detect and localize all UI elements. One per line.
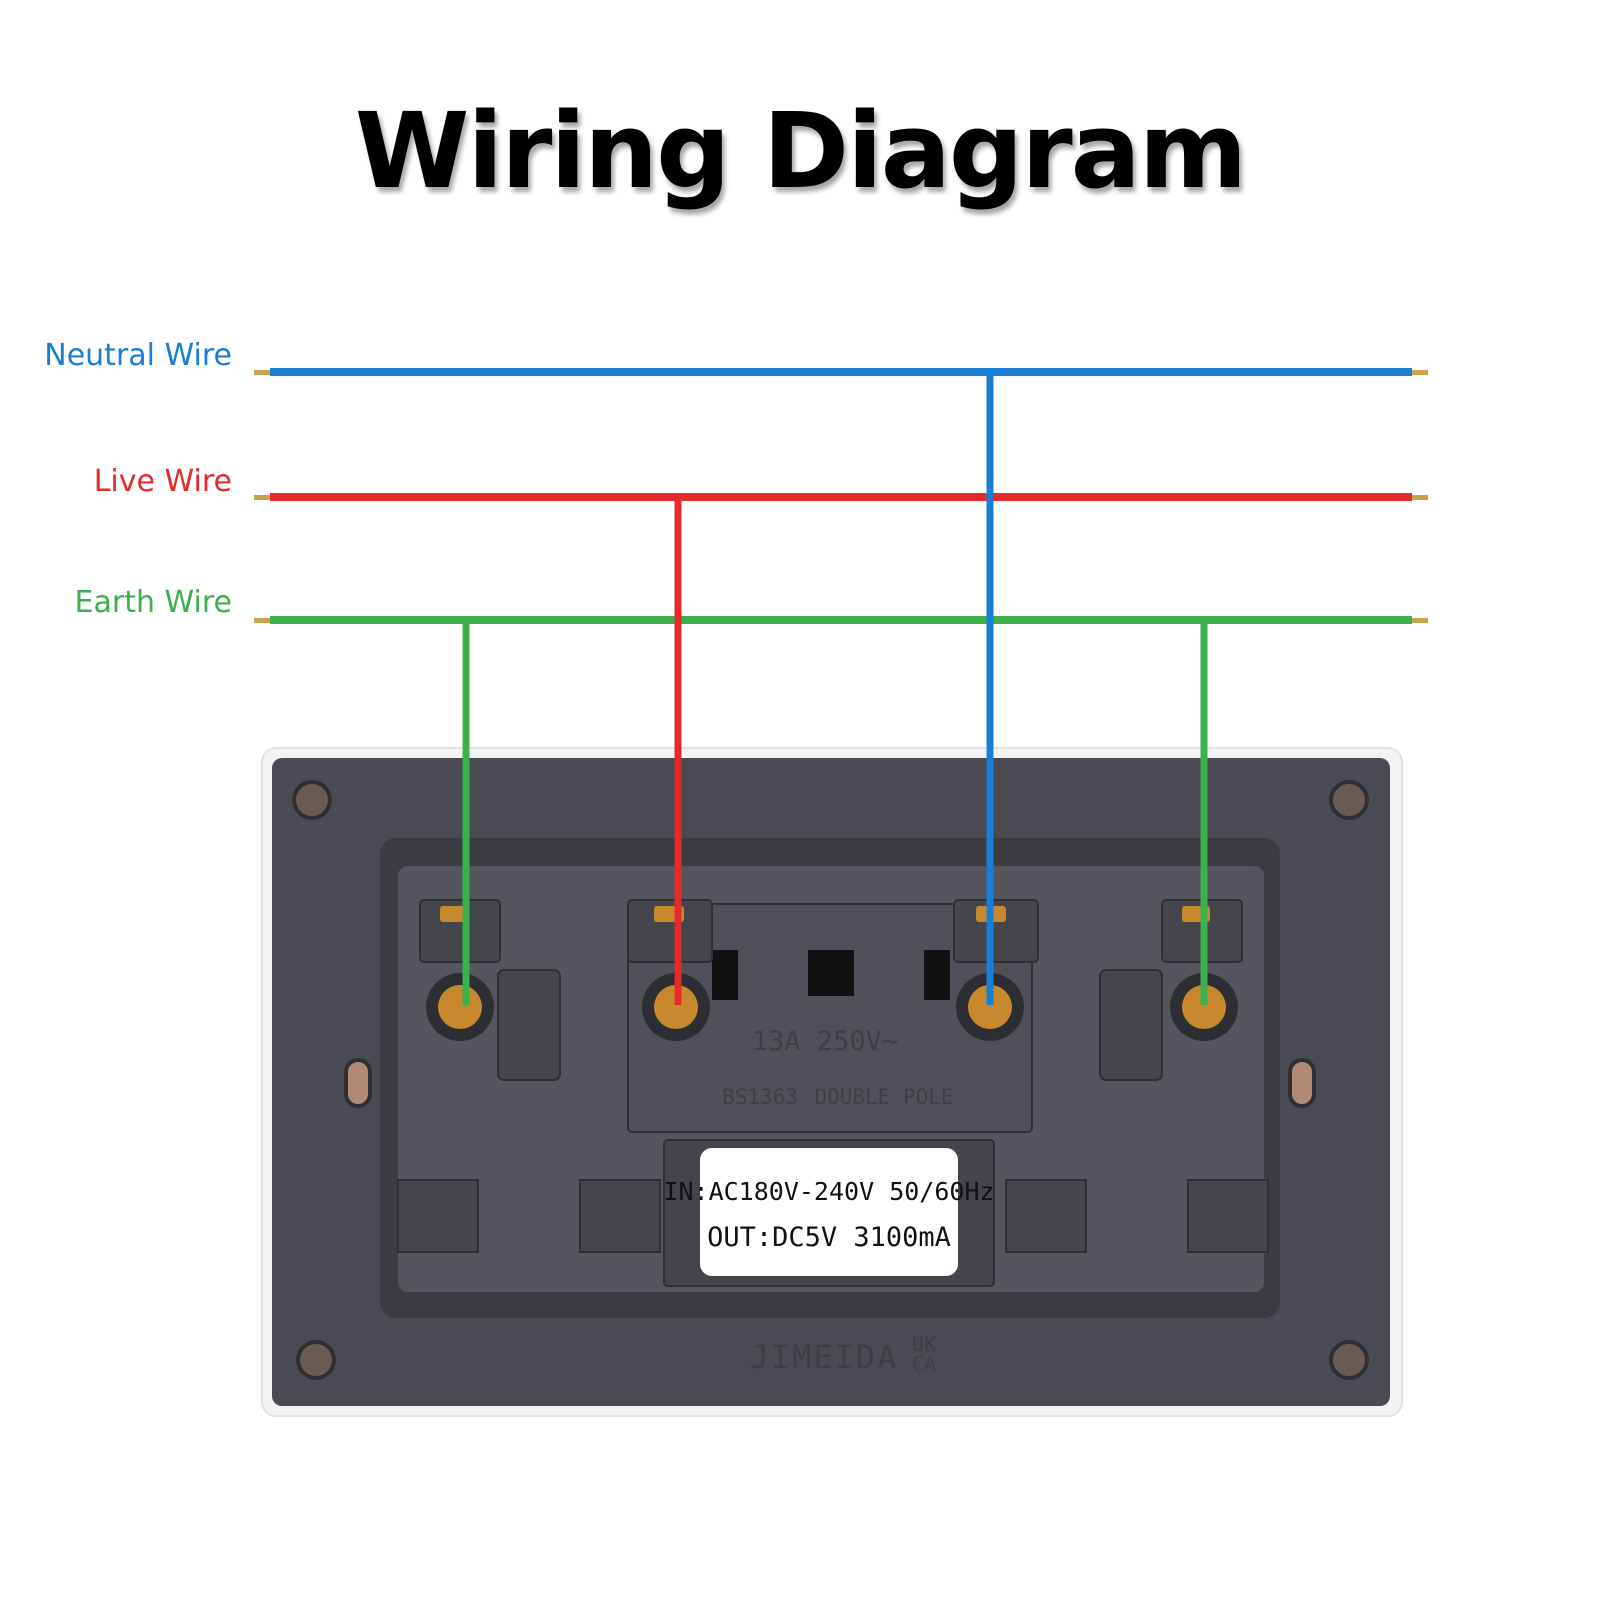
ukca-top-text: UK [912,1332,936,1356]
clamp-right [1099,969,1163,1081]
lower-tabs [397,1179,1269,1253]
spec-in-text: IN:AC180V-240V 50/60Hz [663,1177,994,1206]
socket-back: IN:AC180V-240V 50/60Hz OUT:DC5V 3100mA 1… [261,747,1403,1417]
live-wire-label: Live Wire [93,464,232,499]
neutral-wire-label: Neutral Wire [44,338,232,373]
brand-text: JIMEIDA [750,1338,899,1376]
standard-text: BS1363 [722,1085,798,1109]
earth-wire-label: Earth Wire [74,585,232,620]
pin-hole-earth [808,950,854,996]
pin-hole-right [924,950,950,1000]
ukca-bottom-text: CA [912,1352,936,1376]
spec-out-text: OUT:DC5V 3100mA [707,1222,951,1253]
mounting-holes [292,780,1369,1380]
rating-text: 13A 250V~ [752,1026,898,1057]
page-title: Wiring Diagram [354,90,1247,212]
terminal-earth-left [419,899,501,1041]
wire-tips [254,370,1428,623]
terminal-live [627,899,713,1041]
pin-hole-left [712,950,738,1000]
clamp-left [497,969,561,1081]
pole-text: DOUBLE POLE [814,1085,953,1109]
terminal-earth-right [1161,899,1243,1041]
spec-label [700,1148,958,1276]
